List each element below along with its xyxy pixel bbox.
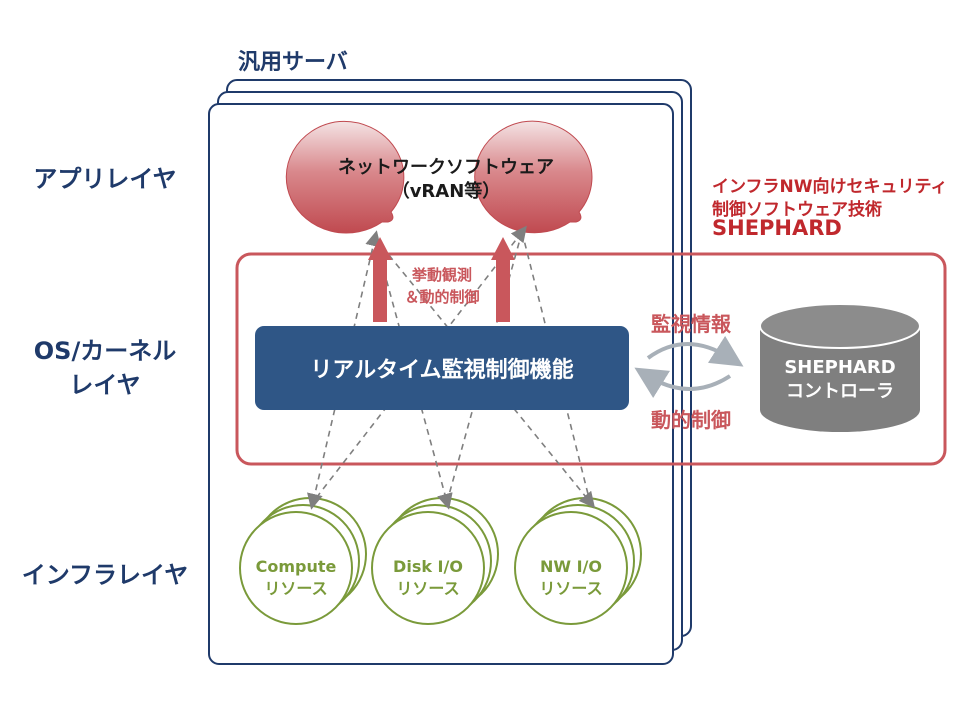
security-tech-name: SHEPHARD xyxy=(712,216,842,240)
resource-disk-line1: Disk I/O xyxy=(393,557,463,576)
layer-label-os: OS/カーネル レイヤ xyxy=(10,334,200,402)
nw-software-label: ネットワークソフトウェア （vRAN等） xyxy=(296,156,596,204)
controller-line1: SHEPHARD xyxy=(784,357,896,378)
realtime-control-label: リアルタイム監視制御機能 xyxy=(310,358,574,383)
resource-disk-line2: リソース xyxy=(396,579,460,598)
behavior-label-line2: ＆動的制御 xyxy=(404,288,480,306)
nw-software-line2: （vRAN等） xyxy=(391,181,501,202)
layer-label-infra: インフラレイヤ xyxy=(0,558,210,592)
realtime-control-box: リアルタイム監視制御機能 xyxy=(255,326,629,410)
security-tech-line2: 制御ソフトウェア技術 xyxy=(712,200,882,220)
nw-software-bubble-right xyxy=(474,120,593,234)
shephard-controller-db xyxy=(759,303,921,432)
resource-nw-line1: NW I/O xyxy=(539,557,602,576)
resource-compute-line1: Compute xyxy=(255,557,337,576)
layer-label-os-line2: レイヤ xyxy=(69,371,141,399)
server-title: 汎用サーバ xyxy=(238,50,348,75)
cycle-arrows xyxy=(634,335,744,399)
behavior-label-line1: 挙動観測 xyxy=(411,266,472,284)
layer-label-app-text: アプリレイヤ xyxy=(33,165,177,193)
resource-nw xyxy=(514,497,642,625)
layer-label-os-line1: OS/カーネル xyxy=(33,337,177,365)
resource-nw-label: NW I/O リソース xyxy=(516,556,626,600)
security-tech-line1: インフラNW向けセキュリティ xyxy=(712,177,948,197)
resource-compute-line2: リソース xyxy=(264,579,328,598)
red-up-arrows xyxy=(368,237,515,322)
nw-software-bubble-left xyxy=(285,120,405,234)
resource-disk xyxy=(371,497,499,625)
cycle-label-monitoring: 監視情報 xyxy=(651,312,731,336)
layer-label-infra-text: インフラレイヤ xyxy=(21,561,189,589)
resource-disk-label: Disk I/O リソース xyxy=(373,556,483,600)
resource-compute-label: Compute リソース xyxy=(241,556,351,600)
controller-line2: コントローラ xyxy=(786,381,894,402)
behavior-label: 挙動観測 ＆動的制御 xyxy=(392,264,492,308)
resource-nw-line2: リソース xyxy=(539,579,603,598)
layer-label-app: アプリレイヤ xyxy=(10,162,200,196)
controller-label: SHEPHARD コントローラ xyxy=(760,356,920,404)
cycle-label-dynamic-control: 動的制御 xyxy=(651,408,731,432)
nw-software-line1: ネットワークソフトウェア xyxy=(338,157,554,178)
resource-compute xyxy=(239,497,367,625)
shephard-frame xyxy=(235,252,947,466)
